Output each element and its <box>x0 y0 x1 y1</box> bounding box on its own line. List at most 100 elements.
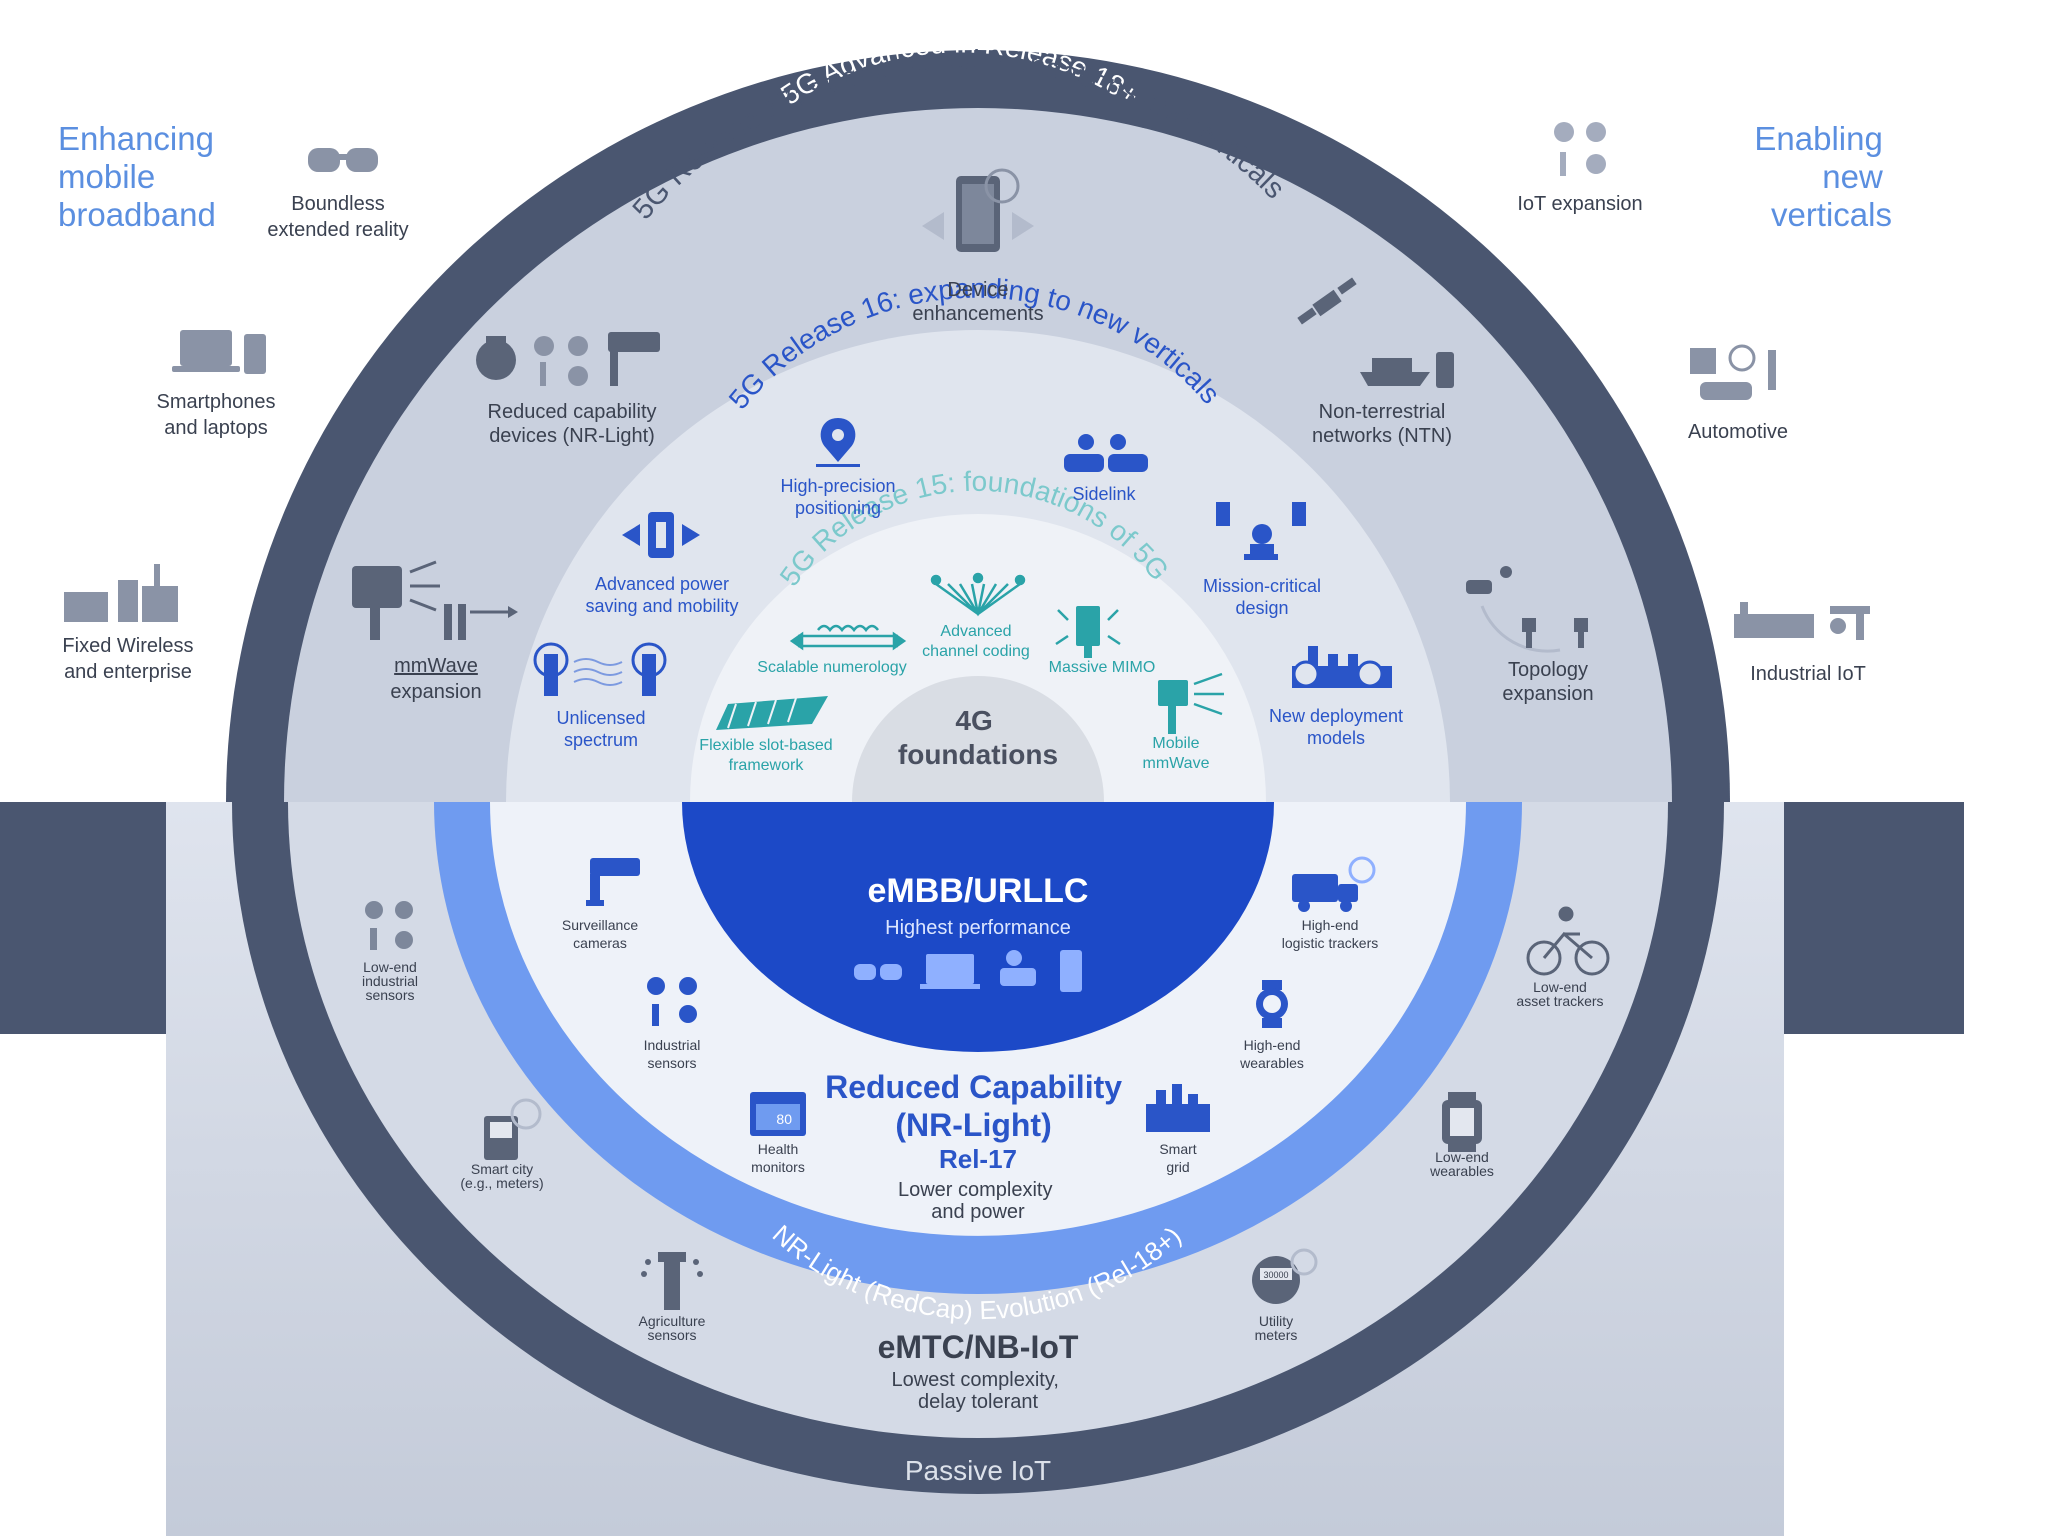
core-embb-urllc <box>682 802 1274 1052</box>
device-phone-icon <box>922 168 1034 252</box>
industrial-sensors-icon <box>647 977 697 1026</box>
redcap-subtitle: Lower complexity and power <box>898 1179 1058 1223</box>
vr-glasses-icon <box>308 148 378 172</box>
smart-city-item: Smart city(e.g., meters) <box>460 1098 544 1191</box>
industrial-iot-item: Industrial IoT <box>1734 602 1870 685</box>
numerology-icon <box>789 624 907 651</box>
svg-text:IoT expansion: IoT expansion <box>1517 193 1642 215</box>
factory-icon <box>64 564 178 622</box>
core-4g-label: 4G foundations <box>898 705 1058 770</box>
iot-expansion-item: IoT expansion <box>1517 122 1643 215</box>
sidelink-item: Sidelink <box>1064 434 1148 504</box>
sprinkler-icon <box>641 1252 703 1310</box>
emtc-subtitle: Lowest complexity, delay tolerant <box>891 1369 1064 1413</box>
redcap-center: Reduced Capability (NR-Light) Rel-17 Low… <box>825 1069 1131 1223</box>
band-watch-icon <box>1442 1092 1482 1152</box>
emtc-title: eMTC/NB-IoT <box>878 1329 1079 1365</box>
embb-subtitle: Highest performance <box>885 917 1071 939</box>
svg-text:30000: 30000 <box>1263 1270 1288 1280</box>
title-enabling-new-verticals: Enabling new verticals <box>1754 120 1892 233</box>
mmwave-antenna-icon <box>352 560 518 640</box>
svg-text:Scalable numerology: Scalable numerology <box>757 659 906 676</box>
bicycle-icon <box>1526 906 1610 976</box>
unlicensed-antenna-icon <box>533 642 667 696</box>
svg-text:Automotive: Automotive <box>1688 421 1788 443</box>
embb-devices-icon <box>854 950 1082 992</box>
parking-meter-icon <box>484 1098 542 1160</box>
battery-phone-icon <box>622 512 700 558</box>
svg-text:Smart city(e.g., meters): Smart city(e.g., meters) <box>460 1161 543 1191</box>
title-enhancing-mobile-broadband: Enhancing mobile broadband <box>58 120 223 233</box>
svg-text:Massive MIMO: Massive MIMO <box>1049 659 1156 676</box>
redcap-title: Reduced Capability (NR-Light) Rel-17 <box>825 1069 1131 1174</box>
right-dark-band <box>1782 802 1964 1034</box>
slot-grid-icon <box>716 696 828 730</box>
sensors-icon <box>1554 122 1606 176</box>
svg-text:Industrial IoT: Industrial IoT <box>1750 663 1866 685</box>
factory-robot-icon <box>1734 602 1870 640</box>
emtc-nbiot-center: eMTC/NB-IoT Lowest complexity, delay tol… <box>878 1329 1079 1413</box>
core-4g <box>852 676 1104 802</box>
mobile-mmwave-icon <box>1158 672 1224 734</box>
car-city-icon <box>1690 344 1776 400</box>
factory-cars-icon <box>1292 646 1392 688</box>
passive-iot-title: Passive IoT <box>905 1455 1051 1486</box>
left-dark-band <box>0 802 168 1034</box>
utility-meter-icon: 30000 <box>1252 1248 1318 1304</box>
embb-urllc-core: eMBB/URLLC Highest performance <box>854 872 1088 992</box>
automotive-item: Automotive <box>1688 344 1788 443</box>
heart-monitor-icon: 80 <box>750 1092 806 1136</box>
watch-sensors-camera-icon <box>476 332 660 386</box>
laptop-phone-icon <box>172 330 266 374</box>
lowend-sensors-icon <box>365 901 413 950</box>
location-pin-icon <box>816 418 860 467</box>
robot-arm-icon <box>1216 502 1306 560</box>
numerology-item: Scalable numerology <box>757 624 907 676</box>
cars-sidelink-icon <box>1064 434 1148 472</box>
topology-icon <box>1466 566 1588 653</box>
